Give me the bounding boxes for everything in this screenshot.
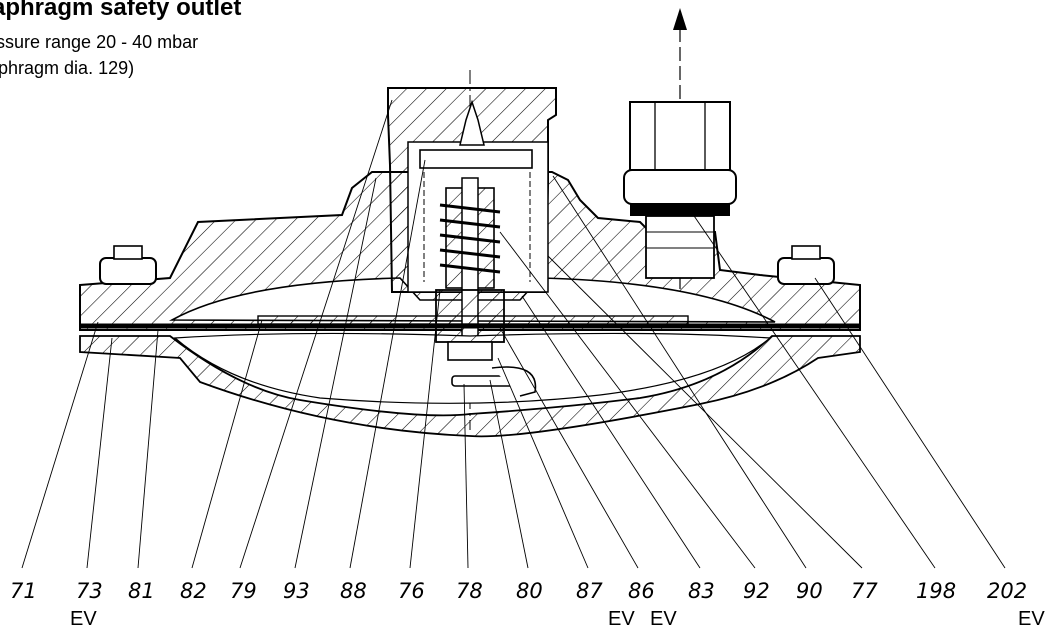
part-number: 83	[688, 579, 715, 603]
flange-bolt-left	[99, 245, 157, 285]
part-number: 93	[283, 579, 310, 603]
pressure-range-text: Pressure range 20 - 40 mbar	[0, 32, 199, 52]
part-number: 79	[230, 579, 257, 603]
part-number: 90	[796, 579, 823, 603]
ev-marker: EV	[70, 608, 97, 630]
part-number-labels: 71 73 81 82 79 93 88 76 78 80 87 86 83 9…	[10, 579, 1027, 603]
part-number: 202	[987, 579, 1027, 603]
ev-markers: EV EV EV EV	[70, 608, 1045, 630]
part-number: 73	[76, 579, 103, 603]
part-number: 81	[128, 579, 155, 603]
part-number: 86	[628, 579, 655, 603]
part-number: 88	[340, 579, 367, 603]
ev-marker: EV	[1018, 608, 1045, 630]
leader-lines	[21, 99, 1006, 569]
ev-marker: EV	[608, 608, 635, 630]
part-number: 71	[10, 579, 37, 603]
part-number: 92	[743, 579, 770, 603]
part-number: 77	[851, 579, 878, 603]
flange-bolt-right	[777, 245, 835, 285]
ev-marker: EV	[650, 608, 677, 630]
part-number: 198	[916, 579, 956, 603]
part-number: 76	[398, 579, 425, 603]
lower-housing	[79, 332, 861, 438]
center-hub	[435, 289, 537, 397]
part-number: 82	[180, 579, 207, 603]
part-number: 78	[456, 579, 483, 603]
part-number: 87	[576, 579, 603, 603]
outlet-nut	[623, 101, 737, 279]
part-number: 80	[516, 579, 543, 603]
diagram-title: Diaphragm safety outlet	[0, 0, 242, 21]
diaphragm-diameter-text: (diaphragm dia. 129)	[0, 58, 135, 78]
